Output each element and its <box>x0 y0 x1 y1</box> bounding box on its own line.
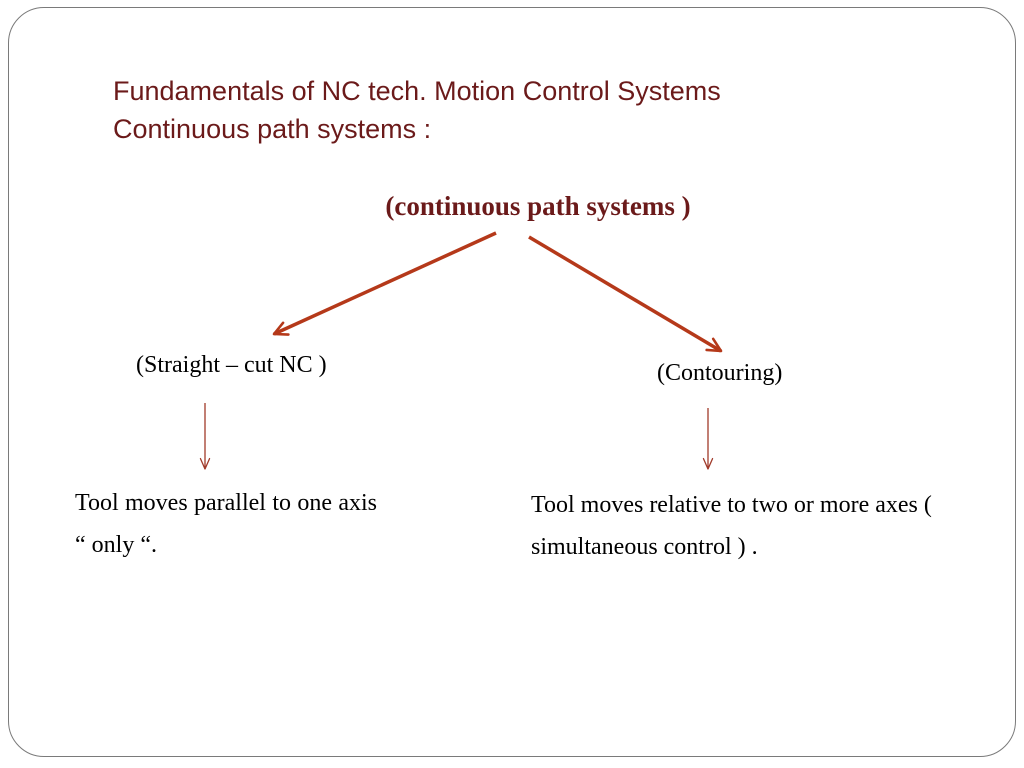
title-line-1: Fundamentals of NC tech. Motion Control … <box>113 76 721 106</box>
slide-title: Fundamentals of NC tech. Motion Control … <box>113 72 721 148</box>
straight-cut-label: (Straight – cut NC ) <box>136 352 327 378</box>
contouring-description: Tool moves relative to two or more axes … <box>531 492 932 560</box>
root-node-label: (continuous path systems ) <box>385 191 691 221</box>
straight-cut-description: Tool moves parallel to one axis “ only “… <box>75 490 377 558</box>
title-line-2: Continuous path systems : <box>113 114 432 144</box>
slide-frame <box>8 7 1016 757</box>
arrow-root-to-contouring <box>528 235 723 353</box>
arrow-root-to-straight-cut <box>272 231 497 336</box>
contouring-label: (Contouring) <box>657 360 783 386</box>
